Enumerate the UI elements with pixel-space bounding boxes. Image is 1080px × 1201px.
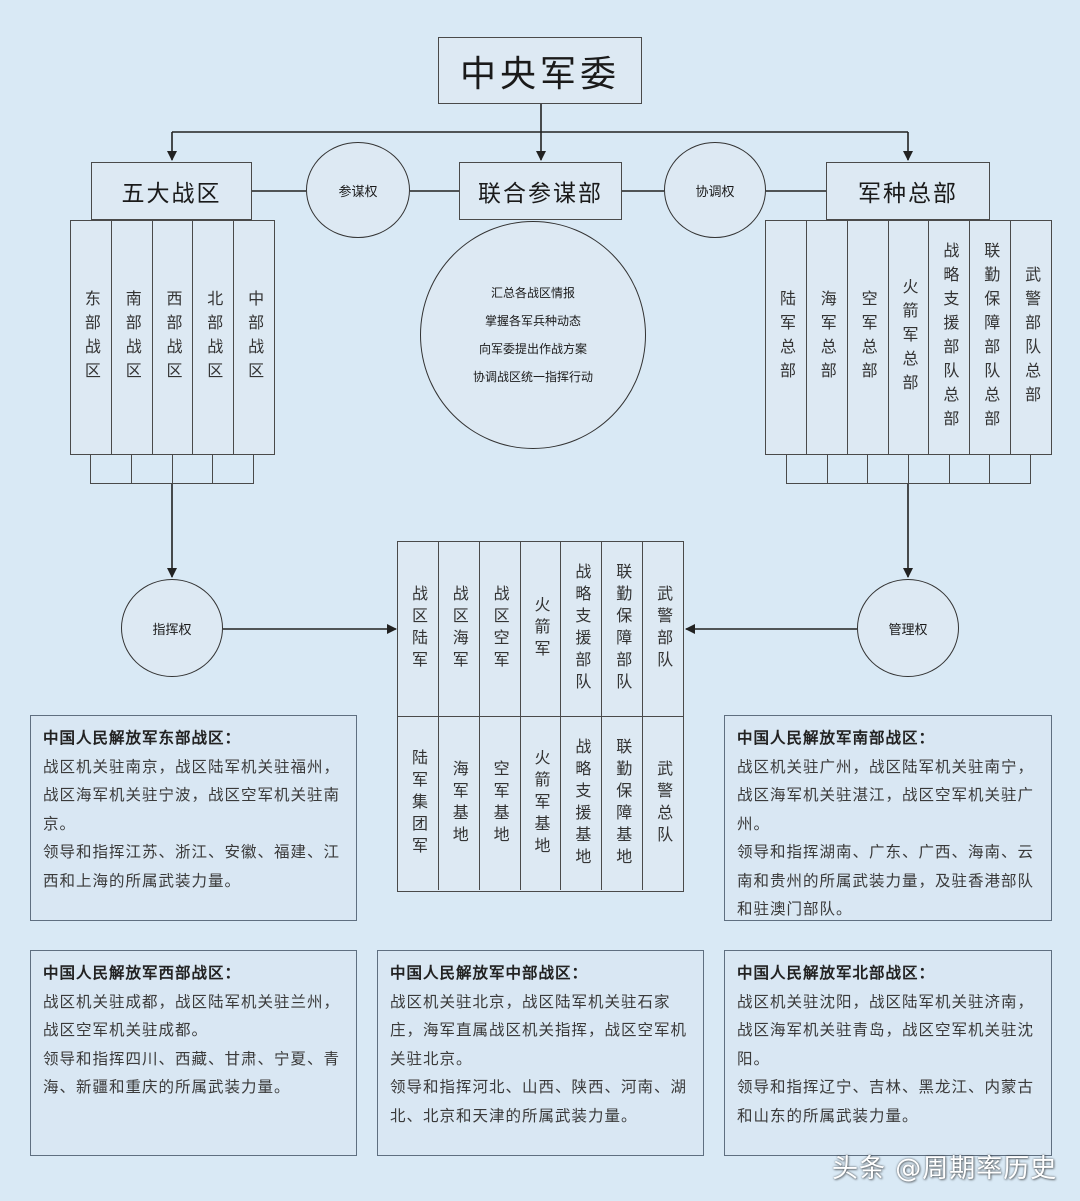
service-rocket: 火箭军总部 (889, 221, 930, 454)
joint-staff-duties-circle: 汇总各战区情报 掌握各军兵种动态 向军委提出作战方案 协调战区统一指挥行动 (420, 221, 646, 449)
matrix-cell: 战略支援基地 (561, 717, 603, 890)
theater-base-tabs (90, 455, 254, 484)
info-body: 领导和指挥湖南、广东、广西、海南、云南和贵州的所属武装力量，及驻香港部队和驻澳门… (737, 843, 1035, 918)
service-army: 陆军总部 (766, 221, 807, 454)
matrix-cell: 空军基地 (480, 717, 521, 890)
west-theater-info: 中国人民解放军西部战区： 战区机关驻成都，战区陆军机关驻兰州，战区空军机关驻成都… (30, 950, 357, 1156)
theater-south: 南部战区 (112, 221, 153, 454)
matrix-cell: 武警总队 (654, 759, 674, 848)
service-columns: 陆军总部 海军总部 空军总部 火箭军总部 战略支援部队总部 联勤保障部队总部 武… (765, 220, 1052, 455)
info-body: 领导和指挥江苏、浙江、安徽、福建、江西和上海的所属武装力量。 (43, 843, 341, 890)
tab-cell (213, 455, 253, 483)
force-matrix: 战区陆军 战区海军 战区空军 火箭军 战略支援部队 联勤保障部队 武警部队 陆军… (397, 541, 684, 892)
tab-cell (173, 455, 214, 483)
service-strategic-support: 战略支援部队总部 (929, 221, 971, 454)
theater-north: 北部战区 (193, 221, 235, 454)
service-logistics: 联勤保障部队总部 (970, 221, 1012, 454)
service-base-tabs (786, 455, 1031, 484)
command-authority-label: 指挥权 (152, 622, 192, 638)
info-title: 中国人民解放军南部战区： (737, 728, 936, 747)
command-authority-circle: 指挥权 (121, 579, 223, 677)
joint-staff-label: 联合参谋部 (478, 181, 603, 207)
service-navy: 海军总部 (807, 221, 848, 454)
theater-columns: 东部战区 南部战区 西部战区 北部战区 中部战区 (70, 220, 275, 455)
info-body: 战区机关驻成都，战区陆军机关驻兰州，战区空军机关驻成都。 (43, 992, 341, 1040)
tab-cell (132, 455, 173, 483)
tab-cell (91, 455, 132, 483)
info-title: 中国人民解放军北部战区： (737, 963, 936, 982)
matrix-cell: 战区陆军 (398, 542, 439, 716)
info-body: 战区机关驻北京，战区陆军机关驻石家庄，海军直属战区机关指挥，战区空军机关驻北京。 (390, 992, 688, 1068)
matrix-cell: 战略支援部队 (561, 542, 603, 716)
coordination-authority-circle: 协调权 (664, 142, 766, 238)
central-theater-info: 中国人民解放军中部战区： 战区机关驻北京，战区陆军机关驻石家庄，海军直属战区机关… (377, 950, 704, 1156)
matrix-cell: 联勤保障部队 (602, 542, 644, 716)
staff-authority-label: 参谋权 (338, 184, 378, 200)
info-body: 领导和指挥河北、山西、陕西、河南、湖北、北京和天津的所属武装力量。 (390, 1078, 688, 1125)
south-theater-info: 中国人民解放军南部战区： 战区机关驻广州，战区陆军机关驻南宁，战区海军机关驻湛江… (724, 715, 1052, 921)
joint-staff-box: 联合参谋部 (459, 162, 622, 220)
watermark: 头条 @周期率历史 (832, 1154, 1058, 1184)
service-airforce: 空军总部 (848, 221, 889, 454)
info-body: 战区机关驻沈阳，战区陆军机关驻济南，战区海军机关驻青岛，战区空军机关驻沈阳。 (737, 992, 1035, 1068)
theater-central: 中部战区 (245, 289, 265, 386)
tab-cell (909, 455, 950, 483)
cmc-title: 中央军委 (459, 53, 620, 95)
info-body: 战区机关驻南京，战区陆军机关驻福州，战区海军机关驻宁波，战区空军机关驻南京。 (43, 757, 341, 833)
coordination-authority-label: 协调权 (695, 184, 735, 200)
tab-cell (868, 455, 910, 483)
five-theaters-box: 五大战区 (91, 162, 252, 220)
staff-authority-circle: 参谋权 (306, 142, 410, 238)
info-body: 领导和指挥辽宁、吉林、黑龙江、内蒙古和山东的所属武装力量。 (737, 1078, 1035, 1125)
matrix-cell: 火箭军 (521, 542, 562, 716)
info-title: 中国人民解放军东部战区： (43, 728, 242, 747)
matrix-cell: 火箭军基地 (521, 717, 562, 890)
duty-item: 协调战区统一指挥行动 (472, 370, 593, 384)
matrix-row-theater: 战区陆军 战区海军 战区空军 火箭军 战略支援部队 联勤保障部队 武警部队 (398, 542, 683, 716)
info-title: 中国人民解放军中部战区： (390, 963, 589, 982)
matrix-cell: 联勤保障基地 (602, 717, 644, 890)
duty-item: 掌握各军兵种动态 (484, 314, 581, 328)
service-hq-label: 军种总部 (858, 181, 958, 207)
matrix-cell: 战区空军 (480, 542, 521, 716)
info-body: 领导和指挥四川、西藏、甘肃、宁夏、青海、新疆和重庆的所属武装力量。 (43, 1049, 341, 1097)
east-theater-info: 中国人民解放军东部战区： 战区机关驻南京，战区陆军机关驻福州，战区海军机关驻宁波… (30, 715, 357, 921)
north-theater-info: 中国人民解放军北部战区： 战区机关驻沈阳，战区陆军机关驻济南，战区海军机关驻青岛… (724, 950, 1052, 1156)
info-body: 战区机关驻广州，战区陆军机关驻南宁，战区海军机关驻湛江，战区空军机关驻广州。 (737, 757, 1035, 833)
tab-cell (950, 455, 991, 483)
duty-item: 汇总各战区情报 (490, 286, 575, 300)
management-authority-circle: 管理权 (857, 579, 959, 677)
service-hq-box: 军种总部 (826, 162, 990, 220)
info-title: 中国人民解放军西部战区： (43, 963, 242, 982)
theater-east: 东部战区 (71, 221, 112, 454)
theater-west: 西部战区 (153, 221, 194, 454)
management-authority-label: 管理权 (888, 622, 928, 638)
service-armed-police: 武警部队总部 (1022, 265, 1042, 410)
matrix-cell: 武警部队 (654, 585, 674, 673)
tab-cell (787, 455, 828, 483)
five-theaters-label: 五大战区 (121, 181, 222, 207)
tab-cell (828, 455, 869, 483)
tab-cell (990, 455, 1030, 483)
matrix-cell: 陆军集团军 (398, 717, 439, 890)
matrix-row-base: 陆军集团军 海军基地 空军基地 火箭军基地 战略支援基地 联勤保障基地 武警总队 (398, 716, 683, 890)
duty-item: 向军委提出作战方案 (478, 342, 587, 356)
central-military-commission-box: 中央军委 (438, 37, 642, 104)
matrix-cell: 战区海军 (439, 542, 480, 716)
matrix-cell: 海军基地 (439, 717, 480, 890)
